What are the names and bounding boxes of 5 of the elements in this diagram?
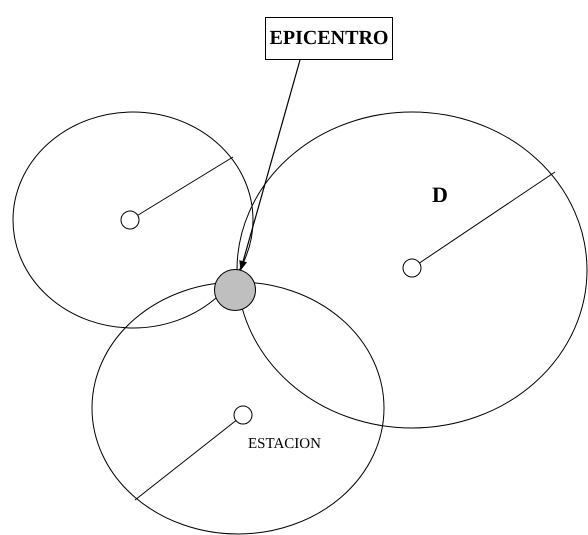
leader-arrow [239,60,301,271]
distance-label: D [432,182,448,208]
label-box: EPICENTRO [265,17,393,60]
epicenter-circle [214,269,256,311]
station-label: ESTACION [248,436,321,453]
